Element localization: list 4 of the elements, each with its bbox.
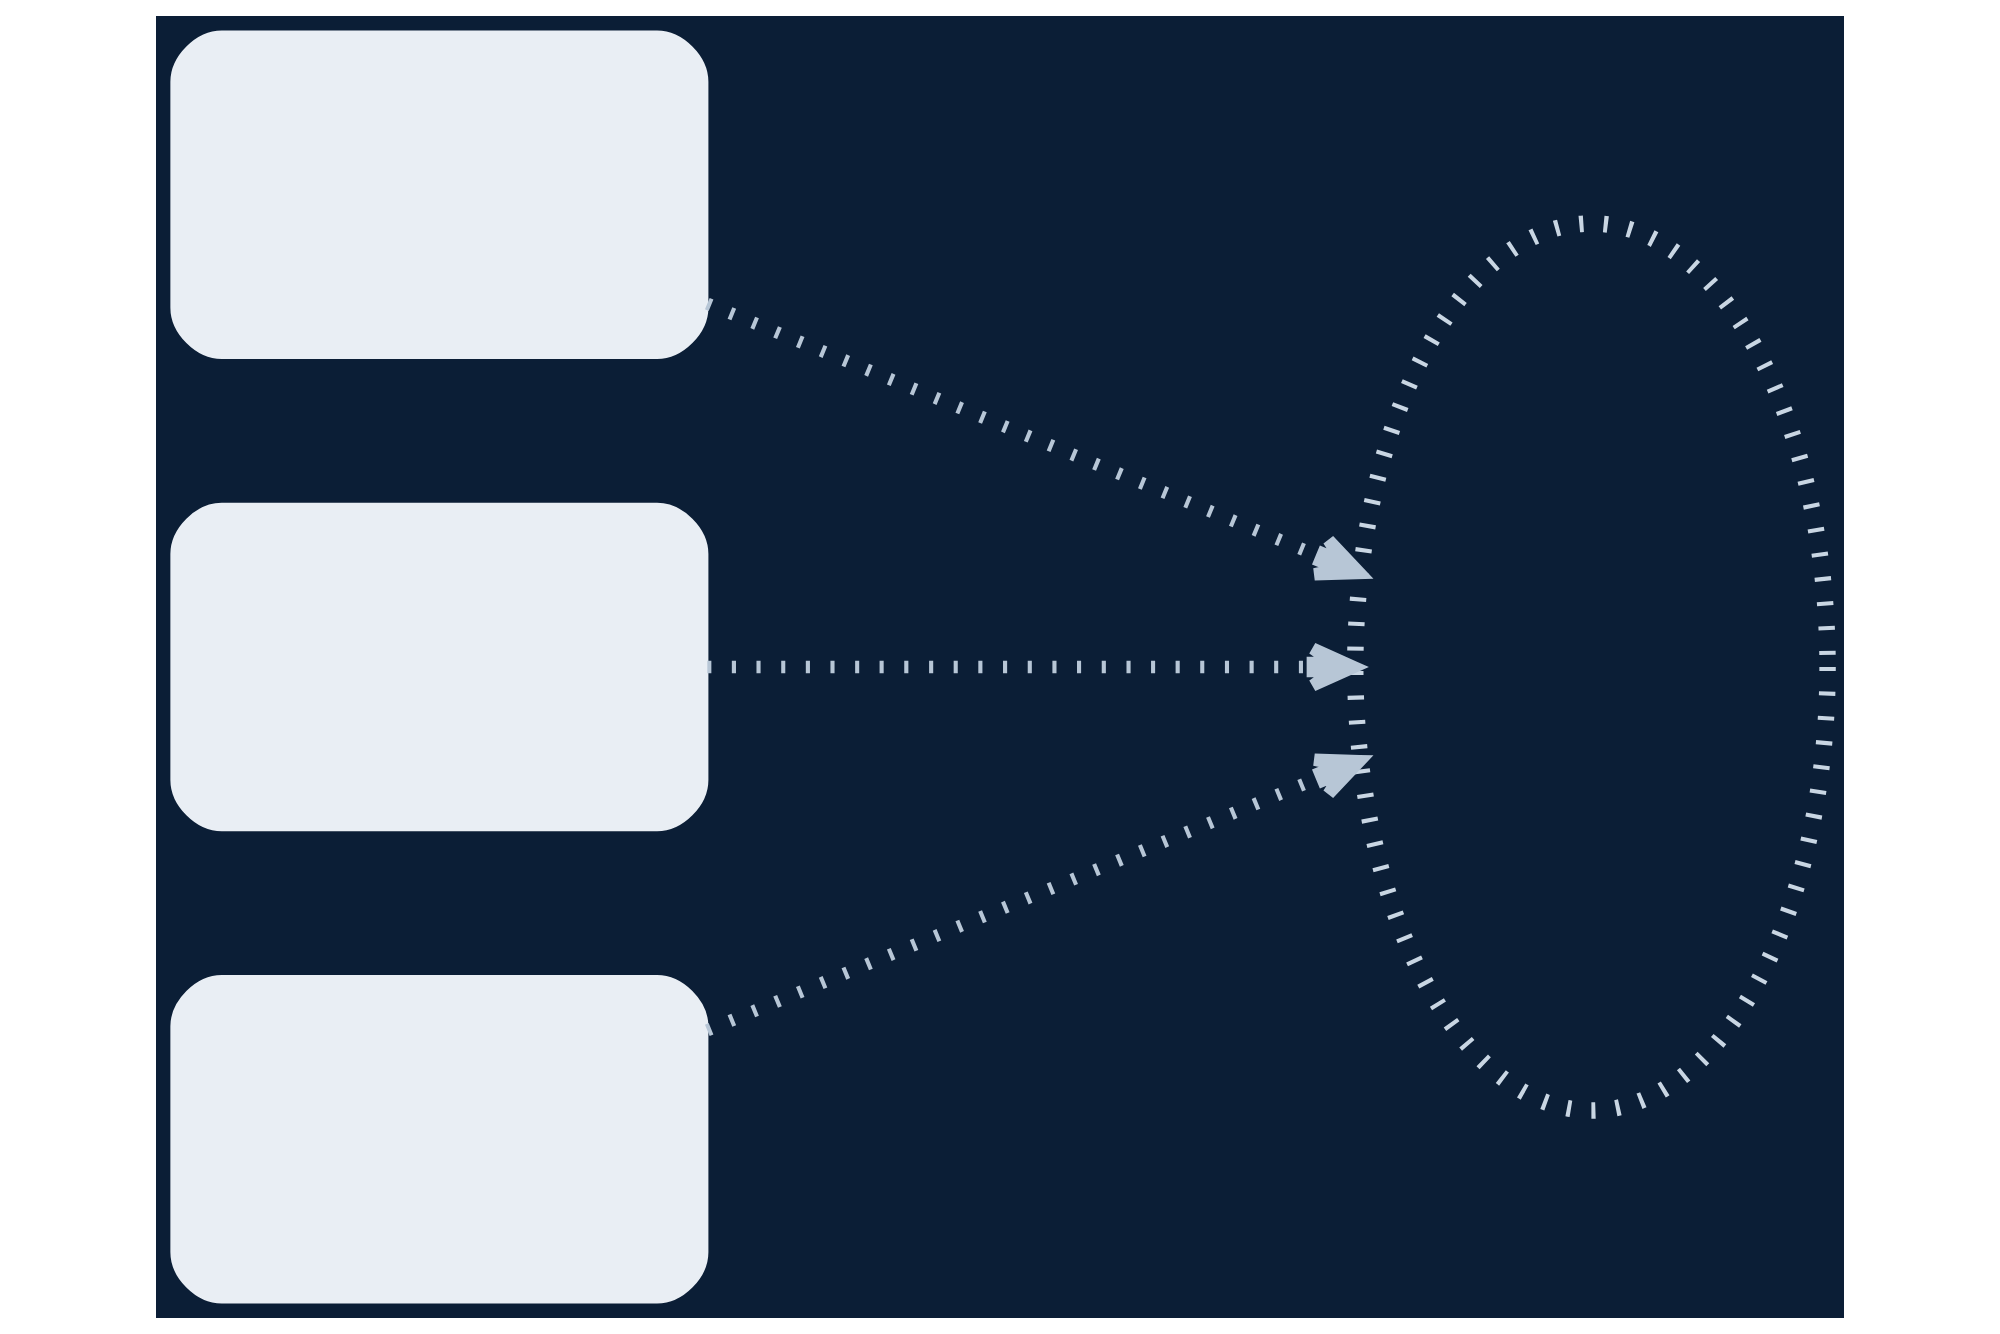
node-box <box>170 30 709 359</box>
node-box <box>170 975 709 1304</box>
node-box <box>170 502 709 832</box>
node-cloud <box>1347 215 1836 1119</box>
